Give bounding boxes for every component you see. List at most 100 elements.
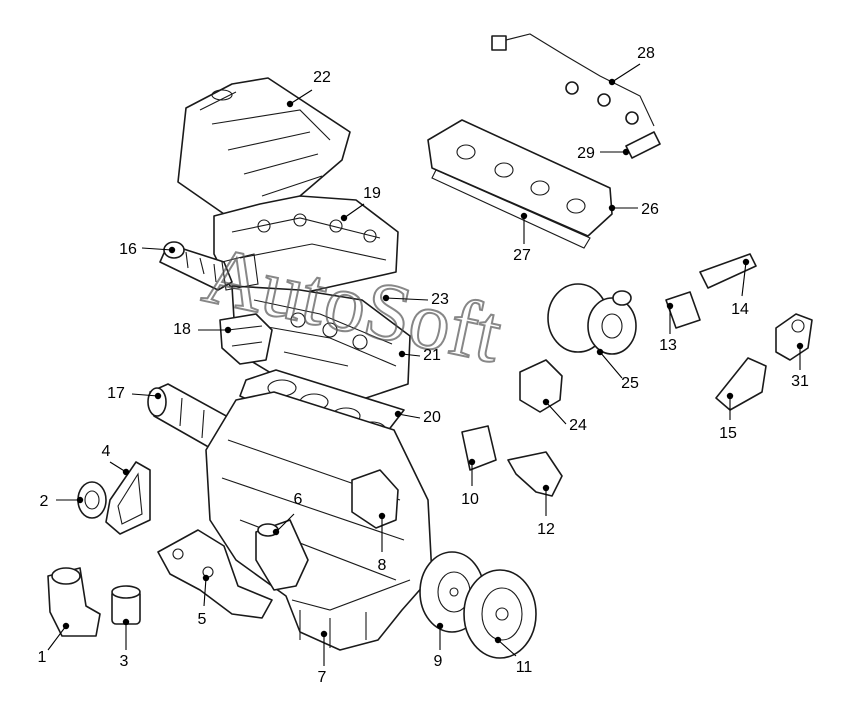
callout-anchor-dot — [622, 148, 630, 156]
callout-28: 28 — [608, 45, 655, 86]
callout-15: 15 — [719, 392, 737, 442]
part-water-pump — [255, 519, 309, 591]
callout-anchor-dot — [436, 622, 444, 630]
part-crank-pulley — [77, 481, 107, 519]
callout-anchor-dot — [382, 294, 390, 302]
callout-anchor-dot — [394, 410, 402, 418]
callout-anchor-dot — [596, 348, 604, 356]
callout-number: 17 — [107, 385, 125, 402]
callout-anchor-dot — [742, 258, 750, 266]
part-oil-filter — [111, 585, 141, 625]
callout-31: 31 — [791, 342, 809, 390]
callout-number: 7 — [318, 669, 327, 686]
callout-anchor-dot — [122, 468, 130, 476]
part-temperature-sensor — [625, 131, 661, 159]
part-clutch-disc — [463, 569, 537, 659]
callout-9: 9 — [434, 622, 444, 670]
callout-29: 29 — [577, 145, 630, 162]
callout-number: 14 — [731, 301, 749, 318]
part-engine-mount-bracket — [351, 469, 399, 529]
callout-24: 24 — [542, 398, 587, 434]
callout-anchor-dot — [542, 484, 550, 492]
callout-leader-line — [141, 247, 173, 251]
callout-anchor-dot — [62, 622, 70, 630]
callout-layer: 1234567891011121314151617181920212223242… — [38, 45, 809, 686]
callout-number: 13 — [659, 337, 677, 354]
callout-leader-line — [203, 577, 207, 607]
callout-anchor-dot — [542, 398, 550, 406]
callout-20: 20 — [394, 409, 441, 426]
callout-anchor-dot — [76, 496, 84, 504]
callout-anchor-dot — [320, 630, 328, 638]
callout-11: 11 — [494, 636, 532, 676]
part-turbocharger — [547, 283, 637, 355]
callout-1: 1 — [38, 622, 70, 666]
part-engine-block — [205, 391, 433, 651]
callout-anchor-dot — [520, 212, 528, 220]
callout-number: 15 — [719, 425, 737, 442]
callout-number: 18 — [173, 321, 191, 338]
part-wiring-harness — [491, 33, 655, 127]
callout-8: 8 — [378, 512, 387, 574]
callout-16: 16 — [119, 241, 176, 258]
callout-anchor-dot — [398, 350, 406, 358]
callout-number: 19 — [363, 185, 381, 202]
callout-12: 12 — [537, 484, 555, 538]
callout-anchor-dot — [726, 392, 734, 400]
callout-number: 16 — [119, 241, 137, 258]
callout-2: 2 — [40, 493, 84, 510]
callout-18: 18 — [173, 321, 232, 338]
part-cam-carrier — [213, 195, 399, 299]
callout-number: 26 — [641, 201, 659, 218]
callout-anchor-dot — [468, 458, 476, 466]
callout-number: 28 — [637, 45, 655, 62]
callout-leader-line — [545, 401, 567, 425]
callout-leader-line — [741, 261, 747, 297]
part-exhaust-manifold — [427, 119, 613, 249]
callout-23: 23 — [382, 291, 449, 308]
callout-leader-line — [47, 625, 67, 651]
callout-leader-line — [289, 89, 313, 105]
part-coolant-pipe — [699, 253, 757, 289]
part-camshaft — [159, 241, 233, 291]
callout-25: 25 — [596, 348, 639, 392]
callout-number: 4 — [102, 443, 111, 460]
callout-13: 13 — [659, 302, 677, 354]
part-egr-valve — [507, 451, 563, 497]
part-fuel-pump — [47, 567, 101, 637]
callout-leader-line — [611, 63, 641, 83]
callout-number: 2 — [40, 493, 49, 510]
callout-number: 6 — [294, 491, 303, 508]
callout-27: 27 — [513, 212, 531, 264]
callout-leader-line — [385, 297, 429, 301]
callout-anchor-dot — [340, 214, 348, 222]
callout-anchor-dot — [122, 618, 130, 626]
callout-number: 23 — [431, 291, 449, 308]
callout-anchor-dot — [378, 512, 386, 520]
callout-26: 26 — [608, 201, 659, 218]
callout-leader-line — [497, 639, 517, 657]
callout-17: 17 — [107, 385, 162, 402]
part-water-outlet — [219, 313, 273, 365]
callout-leader-line — [131, 393, 159, 397]
callout-number: 29 — [577, 145, 595, 162]
callout-leader-line — [397, 413, 421, 419]
callout-anchor-dot — [168, 246, 176, 254]
callout-19: 19 — [340, 185, 381, 222]
callout-number: 31 — [791, 373, 809, 390]
callout-4: 4 — [102, 443, 130, 476]
callout-anchor-dot — [286, 100, 294, 108]
callout-anchor-dot — [202, 574, 210, 582]
callout-14: 14 — [731, 258, 750, 318]
callout-21: 21 — [398, 347, 441, 364]
callout-10: 10 — [461, 458, 479, 508]
callout-22: 22 — [286, 69, 331, 108]
callout-number: 25 — [621, 375, 639, 392]
callout-3: 3 — [120, 618, 130, 670]
part-timing-belt — [105, 461, 151, 535]
callout-anchor-dot — [608, 204, 616, 212]
callout-6: 6 — [272, 491, 303, 536]
callout-7: 7 — [318, 630, 328, 686]
